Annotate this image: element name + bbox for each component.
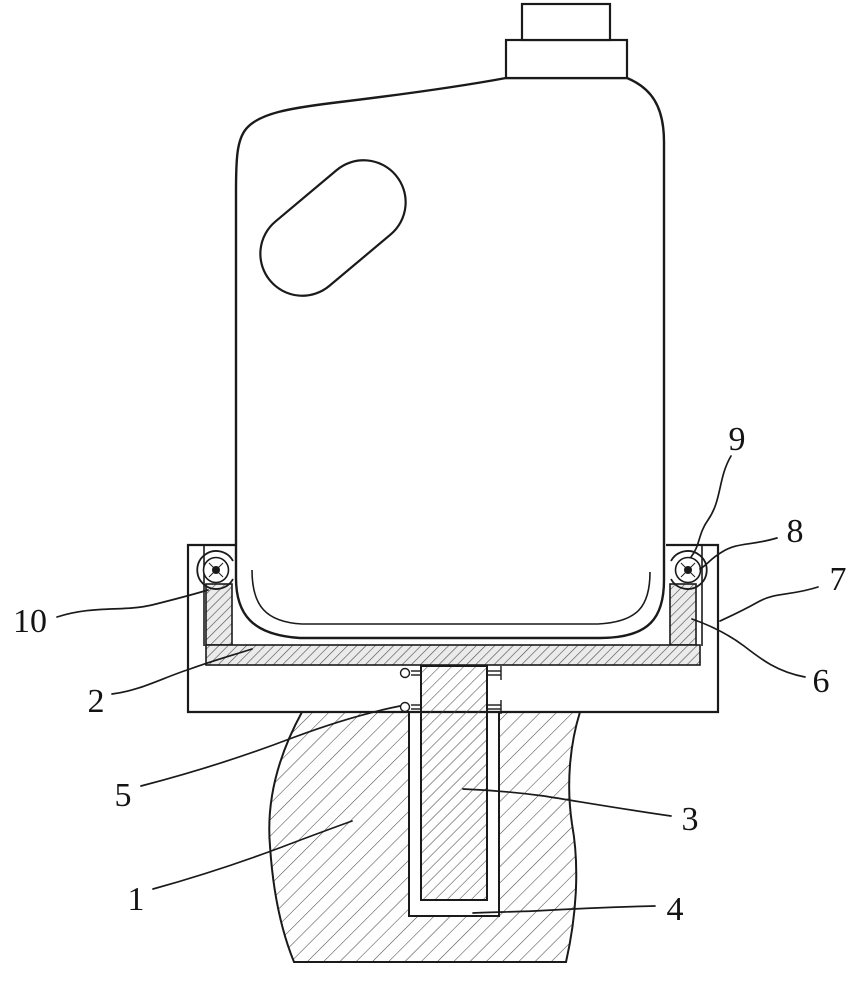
roller-right-bracket <box>670 550 708 590</box>
leader-8 <box>699 537 778 570</box>
support-stem-group <box>399 665 502 901</box>
spring-pins-right <box>487 666 502 714</box>
leader-6 <box>691 618 806 678</box>
ref-label-10: 10 <box>13 603 47 640</box>
support-stem <box>420 665 488 901</box>
leader-10 <box>56 589 209 618</box>
bottle-neck <box>504 38 629 80</box>
ref-label-8: 8 <box>787 513 804 550</box>
leader-5 <box>140 705 401 787</box>
ref-label-2: 2 <box>88 683 105 720</box>
roller-left <box>196 550 234 590</box>
tray-wall-right <box>669 583 697 646</box>
ref-label-9: 9 <box>729 421 746 458</box>
roller-right-hub <box>684 566 692 574</box>
reference-labels: 1 2 3 4 5 6 7 8 9 10 <box>13 421 847 928</box>
ref-label-5: 5 <box>115 777 132 814</box>
bottle-handle-hole <box>259 159 407 297</box>
leader-1 <box>152 820 353 890</box>
pin-left-upper <box>399 667 411 679</box>
ref-label-3: 3 <box>682 801 699 838</box>
leader-9 <box>690 455 732 558</box>
leader-3 <box>462 788 672 817</box>
holder-tray <box>186 543 720 714</box>
leader-7 <box>719 586 819 622</box>
bottle <box>234 2 666 640</box>
tray-bottom-plate <box>205 644 701 666</box>
leader-4 <box>472 905 656 914</box>
ref-label-7: 7 <box>830 561 847 598</box>
spring-pins-left <box>399 667 421 713</box>
leader-lines <box>56 455 819 914</box>
bottle-body <box>234 76 666 640</box>
bottle-inner-bottom-line <box>251 569 651 625</box>
roller-left-hub <box>212 566 220 574</box>
ref-label-1: 1 <box>128 881 145 918</box>
pin-left-lower <box>399 701 411 713</box>
roller-left-bracket <box>196 550 234 590</box>
leader-2 <box>111 648 253 695</box>
ref-label-6: 6 <box>813 663 830 700</box>
roller-right <box>670 550 708 590</box>
tray-wall-left <box>205 583 233 646</box>
ref-label-4: 4 <box>667 891 684 928</box>
socket-outline <box>408 712 500 917</box>
bottle-cap <box>520 2 612 42</box>
